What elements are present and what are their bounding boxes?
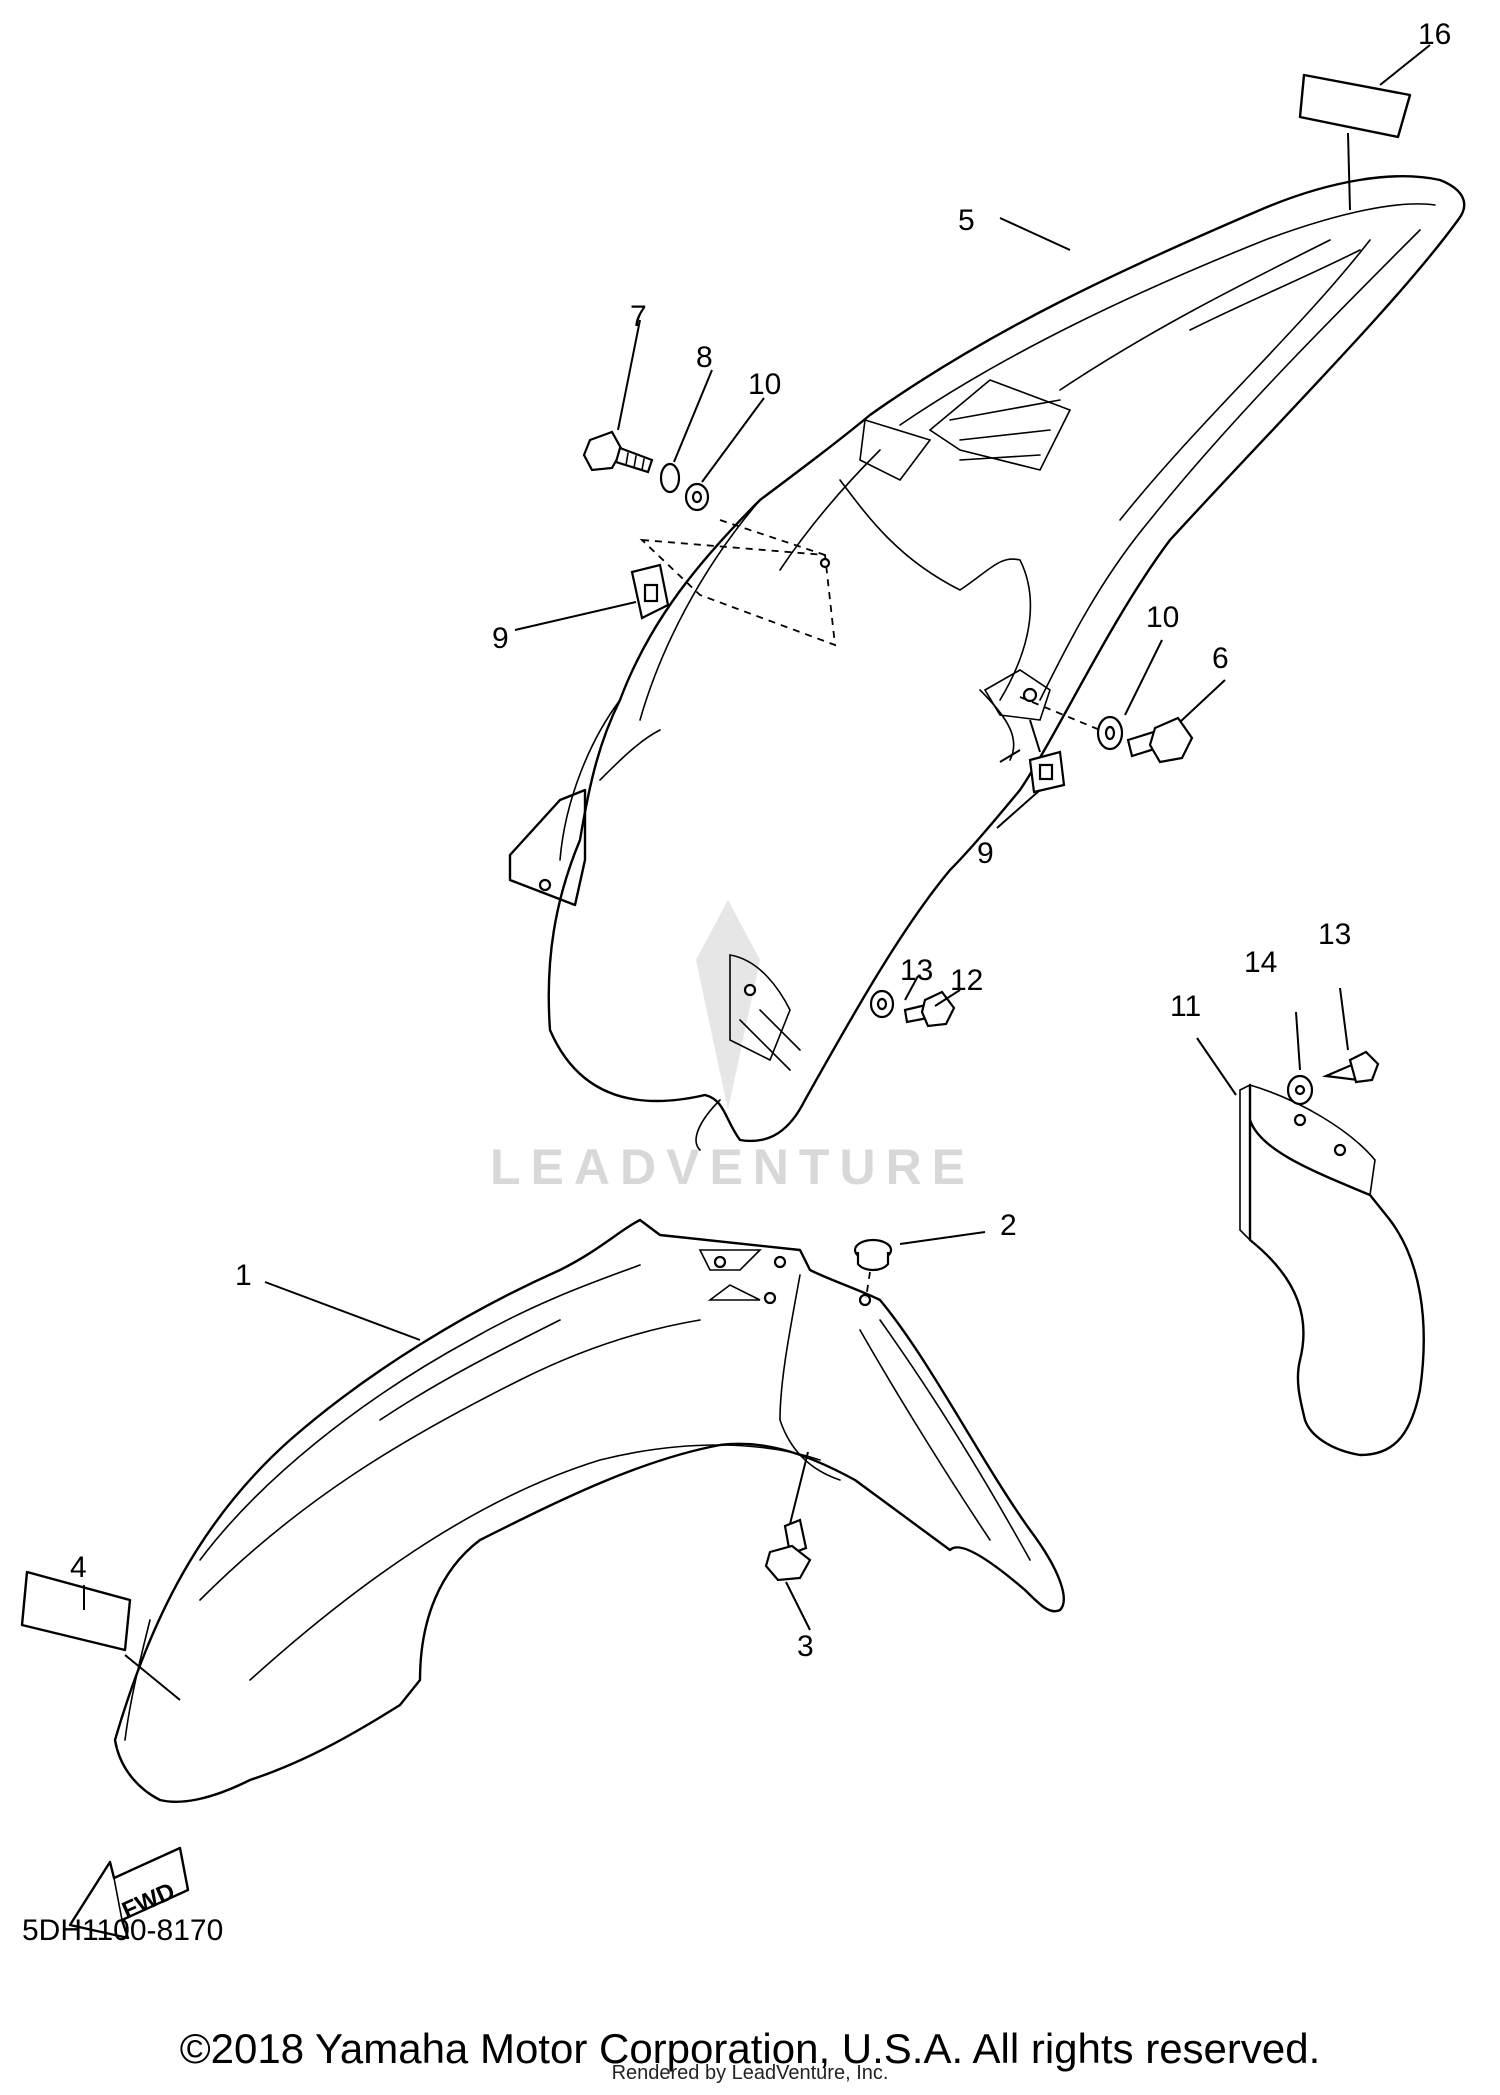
nut-9-upper: [630, 563, 670, 620]
washer-15: [1286, 1074, 1314, 1106]
callouts: 16 5 7 8 10 9 10 6 9 13 12 11 14 13 1 2 …: [70, 18, 1451, 1663]
rear-flap: [1239, 1083, 1425, 1457]
collar-10-lower: [1096, 715, 1124, 751]
callout-15: 14: [1244, 946, 1277, 979]
rendered-by-credit: Rendered by LeadVenture, Inc.: [611, 2062, 889, 2084]
bolt-7: [582, 430, 654, 474]
watermark-text: LEADVENTURE: [490, 1139, 975, 1195]
diagram-code: 5DH1100-8170: [22, 1914, 224, 1947]
callout-8: 8: [696, 341, 713, 374]
callout-10-lower: 10: [1146, 601, 1179, 634]
callout-7: 7: [630, 300, 647, 333]
callout-6: 6: [1212, 642, 1229, 675]
decal-16: [1298, 73, 1412, 139]
front-fender: [113, 1218, 1065, 1803]
callout-4: 4: [70, 1551, 87, 1584]
rear-fender-hardware: [582, 430, 1194, 1028]
callout-2: 2: [1000, 1209, 1017, 1242]
washer-8: [659, 462, 681, 494]
callout-5: 5: [958, 204, 975, 237]
callout-11: 11: [1170, 990, 1201, 1023]
collar-13: [869, 989, 895, 1019]
callout-16: 16: [1418, 18, 1451, 51]
watermark-logo-icon: [696, 900, 760, 1110]
rear-fender: [508, 175, 1466, 1151]
callout-9-lower: 9: [977, 837, 994, 870]
callout-13: 13: [900, 954, 933, 987]
grommet-2: [853, 1238, 893, 1299]
bolt-3: [764, 1518, 812, 1582]
nut-9-lower: [1028, 750, 1066, 794]
callout-10-upper: 10: [748, 368, 781, 401]
callout-14: 13: [1318, 918, 1351, 951]
callout-12: 12: [950, 964, 983, 997]
collar-10-upper: [684, 482, 710, 512]
leader-lines: [83, 44, 1431, 1701]
copyright-notice: ©2018 Yamaha Motor Corporation, U.S.A. A…: [179, 2025, 1321, 2072]
callout-3: 3: [797, 1630, 814, 1663]
callout-9-upper: 9: [492, 622, 509, 655]
decal-4: [20, 1570, 132, 1652]
callout-1: 1: [235, 1259, 252, 1292]
bolt-12: [903, 990, 956, 1028]
screw-14: [1321, 1050, 1380, 1084]
bolt-6: [1126, 716, 1194, 764]
watermark: LEADVENTURE: [490, 900, 975, 1195]
